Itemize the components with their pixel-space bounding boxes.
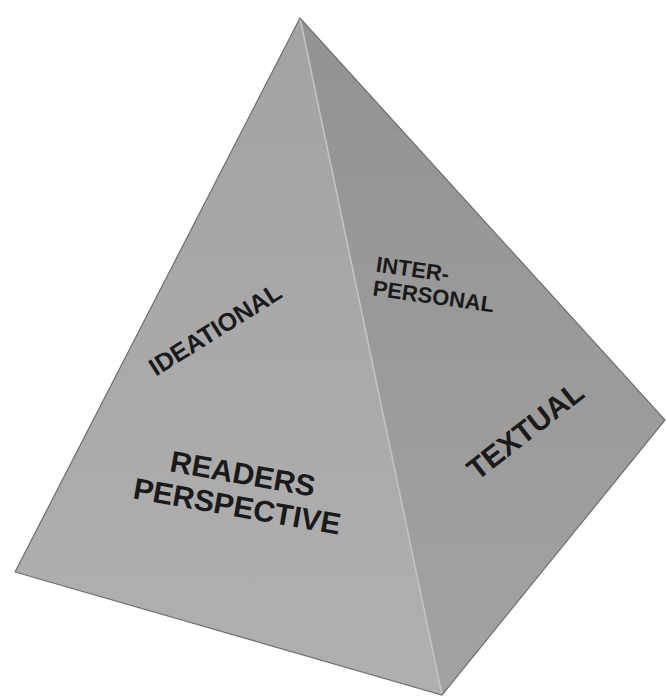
outline-edge [15, 18, 665, 695]
base-glow [15, 18, 665, 695]
front-edge [300, 18, 442, 695]
